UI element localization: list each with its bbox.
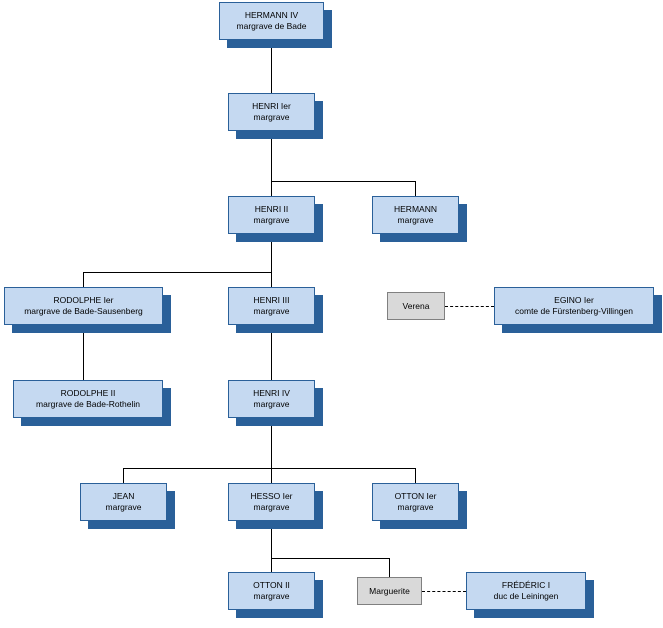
- edge-bus-otton2-marguerite: [271, 558, 390, 559]
- node-egino1[interactable]: EGINO Ier comte de Fürstenberg-Villingen: [494, 287, 654, 325]
- edge-bus-henri2-hermann: [271, 181, 416, 182]
- node-henri2[interactable]: HENRI II margrave: [228, 196, 315, 234]
- node-label-line1: HENRI IV: [253, 388, 290, 398]
- node-rodolphe1[interactable]: RODOLPHE Ier margrave de Bade-Sausenberg: [4, 287, 163, 325]
- node-label-line2: margrave de Bade: [236, 21, 307, 31]
- edge-henri2-down: [271, 234, 272, 272]
- edge-hesso1-down: [271, 521, 272, 558]
- edge-bus-jean-hesso-otton: [123, 468, 416, 469]
- node-label-line1: HENRI III: [253, 295, 290, 305]
- node-label-line2: margrave: [397, 502, 434, 512]
- edge-bus-to-hesso1: [271, 468, 272, 483]
- node-label-line2: margrave de Bade-Sausenberg: [24, 306, 143, 316]
- edge-bus-to-otton1: [415, 468, 416, 483]
- node-henri4[interactable]: HENRI IV margrave: [228, 380, 315, 418]
- node-label-line1: FRÉDÉRIC I: [501, 580, 551, 590]
- node-henri1[interactable]: HENRI Ier margrave: [228, 93, 315, 131]
- node-label-line1: HERMANN IV: [244, 10, 299, 20]
- node-label-line1: HERMANN: [394, 204, 437, 214]
- edge-henri4-down: [271, 418, 272, 468]
- node-henri3[interactable]: HENRI III margrave: [228, 287, 315, 325]
- node-label-line1: JEAN: [112, 491, 135, 501]
- node-rodolphe2[interactable]: RODOLPHE II margrave de Bade-Rothelin: [13, 380, 163, 418]
- edge-bus-to-jean: [123, 468, 124, 483]
- node-label-line2: margrave: [253, 399, 290, 409]
- node-label-line2: margrave: [253, 502, 290, 512]
- node-label-line1: HENRI II: [254, 204, 289, 214]
- edge-rodolphe1-rodolphe2: [83, 325, 84, 380]
- node-hermann4[interactable]: HERMANN IV margrave de Bade: [219, 2, 324, 40]
- node-hermann[interactable]: HERMANN margrave: [372, 196, 459, 234]
- node-label-line2: margrave: [397, 215, 434, 225]
- node-label-line2: margrave: [253, 215, 290, 225]
- node-otton2[interactable]: OTTON II margrave: [228, 572, 315, 610]
- node-label-line1: RODOLPHE II: [60, 388, 116, 398]
- edge-hermann4-henri1: [271, 40, 272, 93]
- node-frederic1[interactable]: FRÉDÉRIC I duc de Leiningen: [466, 572, 586, 610]
- node-label-line1: OTTON Ier: [394, 491, 437, 501]
- node-marguerite[interactable]: Marguerite: [357, 577, 422, 605]
- node-label-line1: HENRI Ier: [252, 101, 291, 111]
- edge-bus-rodolphe1-henri3: [83, 272, 272, 273]
- node-label-line2: margrave: [253, 306, 290, 316]
- edge-henri1-down: [271, 131, 272, 181]
- node-label-line2: margrave: [105, 502, 142, 512]
- edge-bus-to-rodolphe1: [83, 272, 84, 287]
- node-verena[interactable]: Verena: [387, 292, 445, 320]
- node-label-line1: OTTON II: [253, 580, 290, 590]
- node-label-line1: HESSO Ier: [250, 491, 293, 501]
- node-label-line2: margrave de Bade-Rothelin: [36, 399, 140, 409]
- node-label-line1: RODOLPHE Ier: [53, 295, 114, 305]
- edge-henri3-henri4: [271, 325, 272, 380]
- marriage-verena-egino1: [445, 306, 494, 307]
- node-label-line1: Verena: [402, 300, 430, 311]
- node-hesso1[interactable]: HESSO Ier margrave: [228, 483, 315, 521]
- marriage-marguerite-frederic1: [422, 591, 466, 592]
- edge-bus-to-henri2: [271, 181, 272, 196]
- node-jean[interactable]: JEAN margrave: [80, 483, 167, 521]
- edge-bus-to-henri3: [271, 272, 272, 287]
- node-label-line2: comte de Fürstenberg-Villingen: [515, 306, 633, 316]
- node-label-line2: duc de Leiningen: [493, 591, 559, 601]
- edge-bus-to-marguerite: [389, 558, 390, 577]
- node-label-line2: margrave: [253, 591, 290, 601]
- edge-bus-to-otton2: [271, 558, 272, 572]
- node-label-line1: Marguerite: [369, 585, 410, 596]
- node-label-line2: margrave: [253, 112, 290, 122]
- node-label-line1: EGINO Ier: [554, 295, 594, 305]
- node-otton1[interactable]: OTTON Ier margrave: [372, 483, 459, 521]
- edge-bus-to-hermann: [415, 181, 416, 196]
